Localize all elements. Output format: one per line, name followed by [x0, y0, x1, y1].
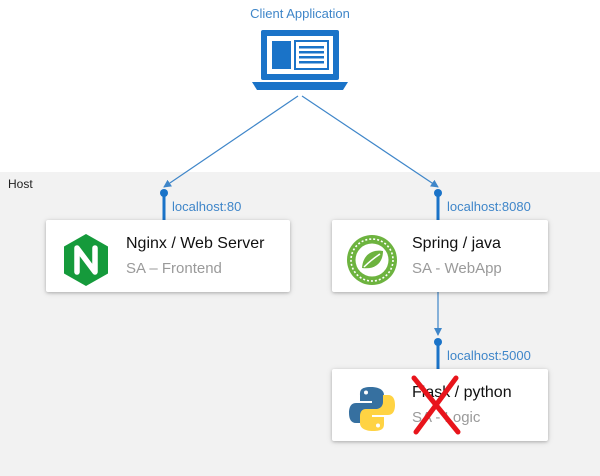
red-cross-icon	[411, 375, 461, 435]
service-card-spring: Spring / java SA - WebApp	[332, 220, 548, 292]
port-label-spring: localhost:8080	[447, 199, 531, 214]
spring-logo-icon	[347, 235, 397, 285]
service-card-flask: Flask / python SA - Logic	[332, 369, 548, 441]
service-title: Spring / java	[412, 235, 501, 252]
service-title: Flask / python	[412, 384, 512, 401]
python-logo-icon	[349, 387, 395, 431]
service-title: Nginx / Web Server	[126, 235, 265, 252]
host-label: Host	[8, 177, 33, 191]
service-subtitle: SA - WebApp	[412, 260, 502, 277]
port-label-flask: localhost:5000	[447, 348, 531, 363]
client-application-title: Client Application	[250, 6, 350, 21]
service-subtitle: SA – Frontend	[126, 260, 222, 277]
nginx-logo-icon	[64, 234, 108, 286]
laptop-icon	[252, 30, 348, 90]
service-card-nginx: Nginx / Web Server SA – Frontend	[46, 220, 290, 292]
port-label-nginx: localhost:80	[172, 199, 242, 214]
